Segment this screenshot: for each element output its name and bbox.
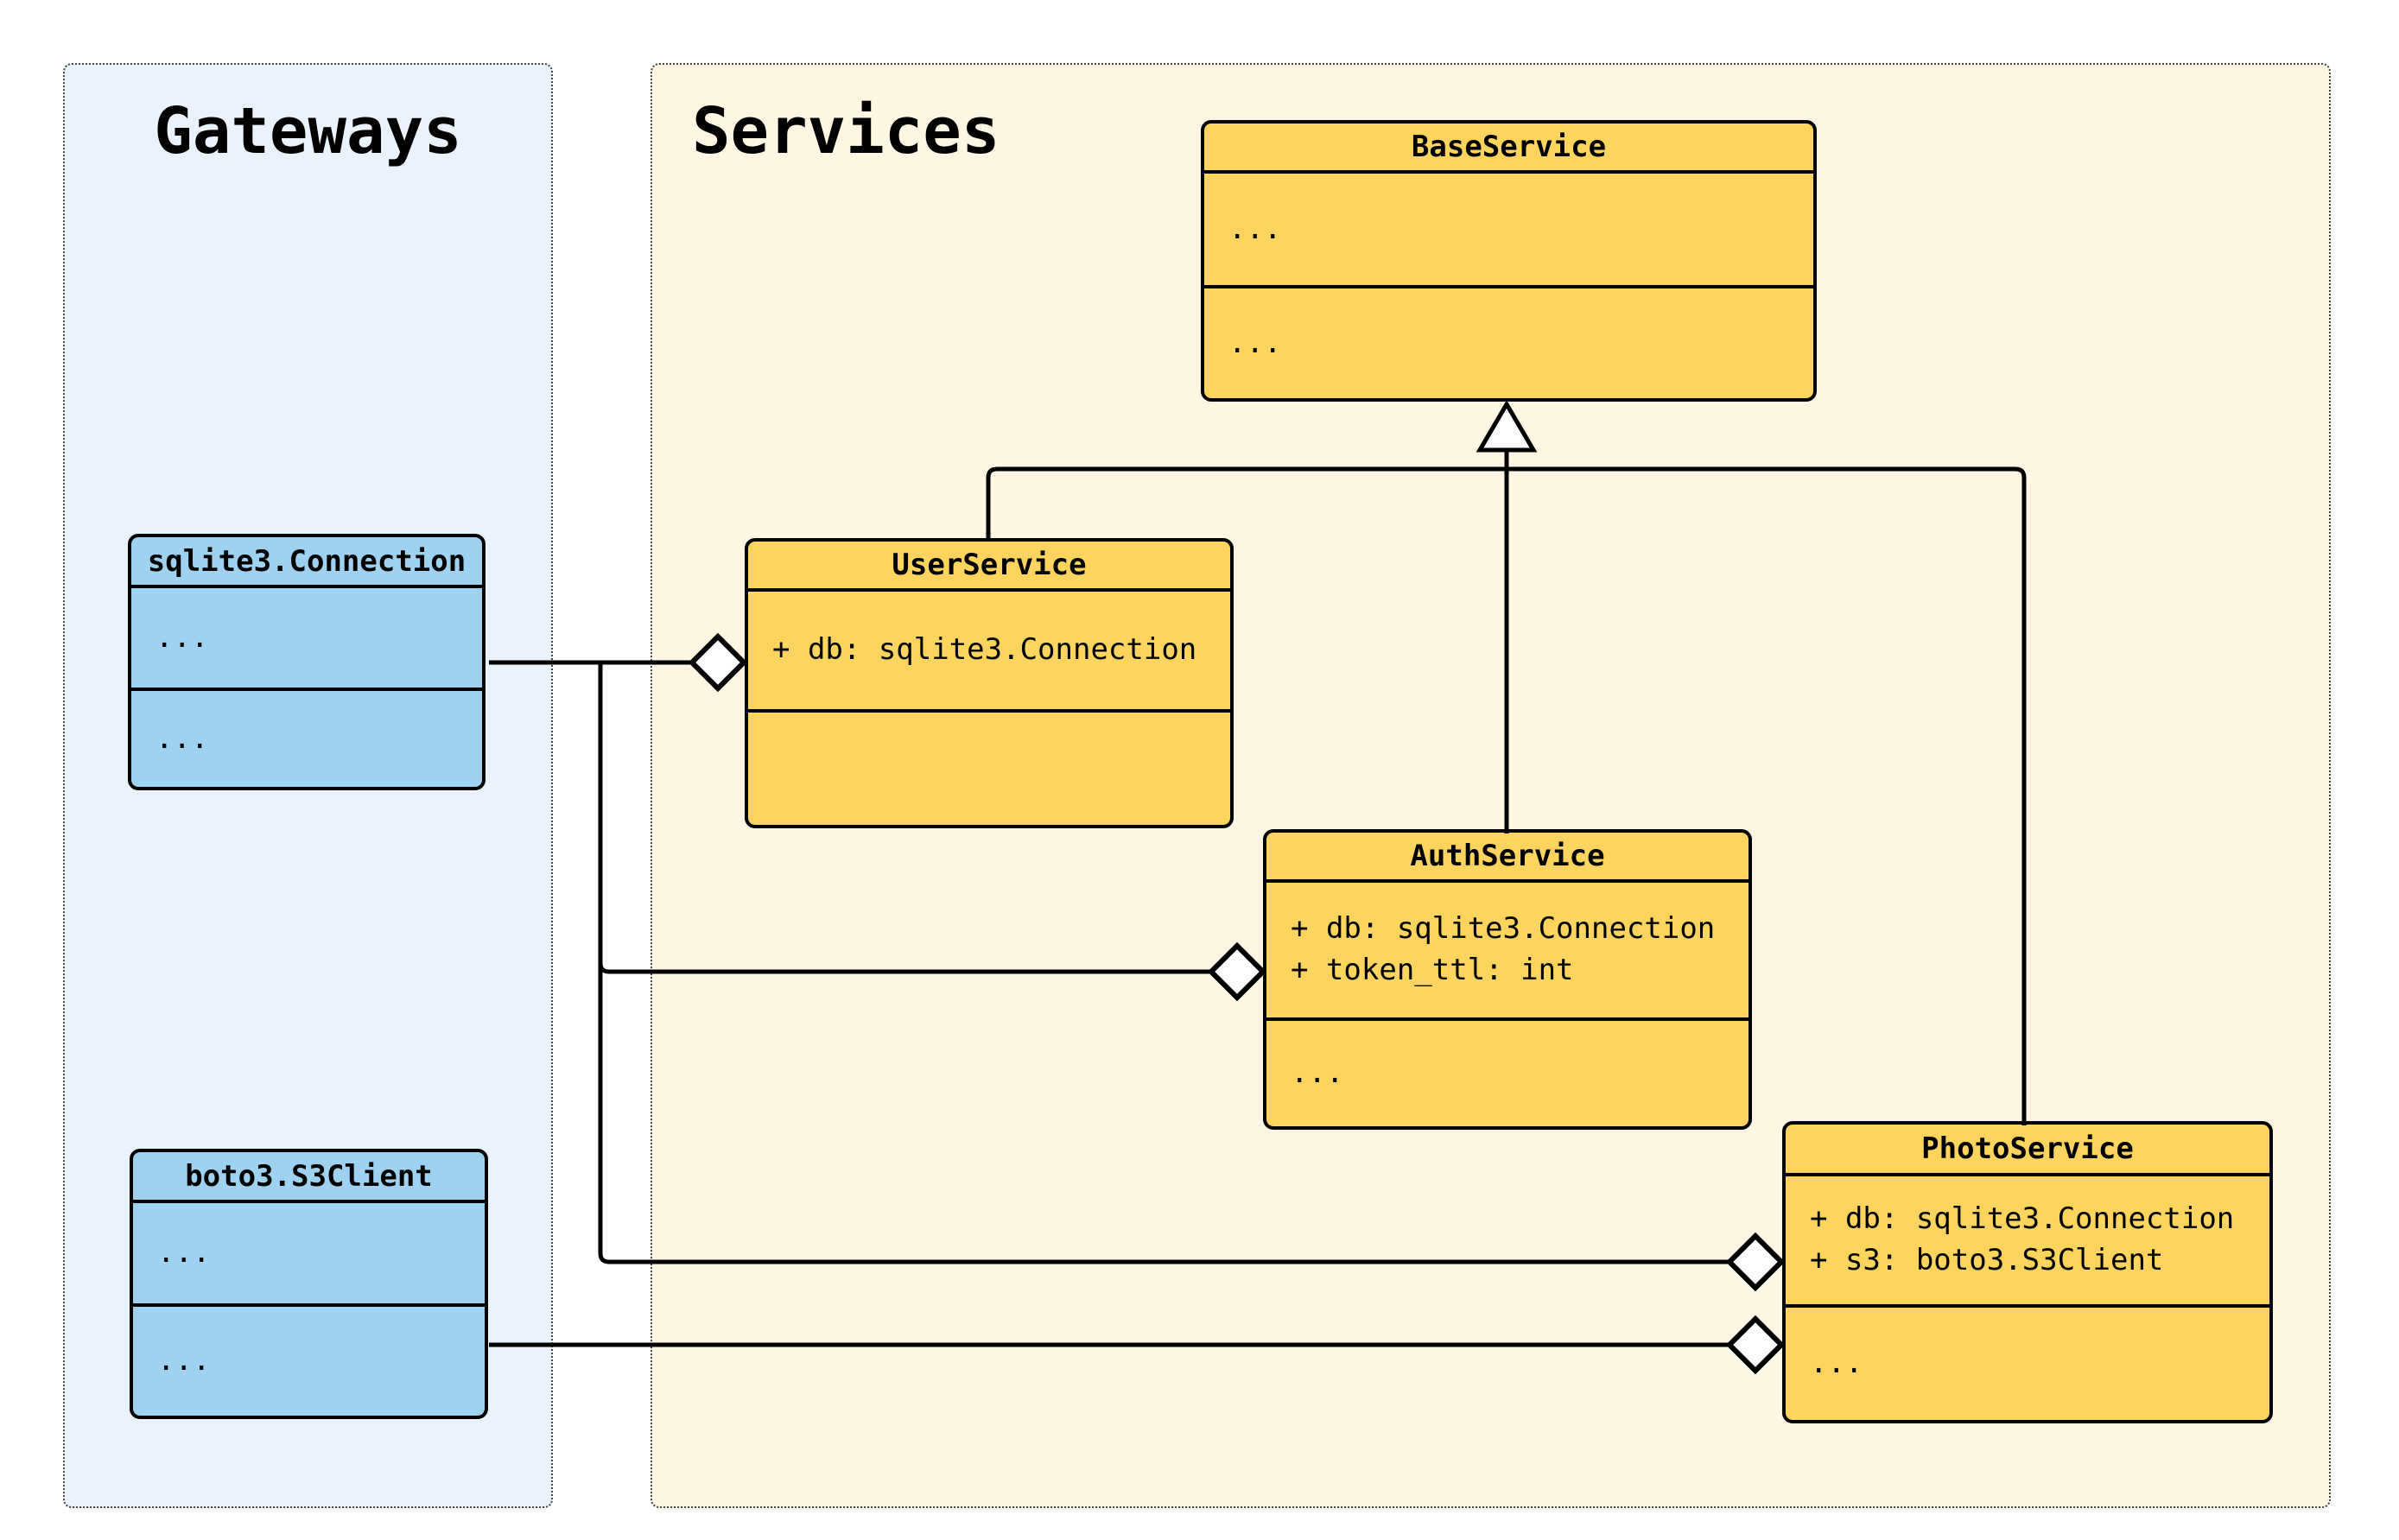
method-line: ...: [1291, 1055, 1344, 1091]
method-line: ...: [157, 1343, 211, 1378]
attribute-line: + db: sqlite3.Connection: [772, 632, 1197, 668]
method-line: ...: [155, 720, 209, 756]
class-title: sqlite3.Connection: [131, 537, 482, 588]
gateways-panel-title: Gateways: [154, 94, 462, 168]
class-title: boto3.S3Client: [133, 1152, 485, 1203]
class-box-photoservice: PhotoService + db: sqlite3.Connection + …: [1782, 1121, 2273, 1423]
attribute-line: + db: sqlite3.Connection: [1810, 1201, 2235, 1237]
attribute-line: ...: [1228, 211, 1282, 246]
methods-section: [748, 713, 1230, 825]
class-box-baseservice: BaseService ... ...: [1201, 120, 1817, 402]
class-title: BaseService: [1204, 124, 1813, 174]
methods-section: ...: [133, 1307, 485, 1416]
class-title: AuthService: [1266, 833, 1748, 883]
attribute-line: + token_ttl: int: [1291, 953, 1574, 987]
attributes-section: ...: [1204, 174, 1813, 288]
attributes-section: ...: [131, 588, 482, 691]
attributes-section: ...: [133, 1203, 485, 1307]
attribute-line: ...: [155, 619, 209, 655]
attribute-line: + db: sqlite3.Connection: [1291, 911, 1716, 947]
methods-section: ...: [1266, 1021, 1748, 1126]
class-title: PhotoService: [1786, 1125, 2269, 1176]
methods-section: ...: [1786, 1308, 2269, 1420]
methods-section: ...: [131, 691, 482, 787]
services-panel-title: Services: [692, 94, 1000, 168]
attributes-section: + db: sqlite3.Connection + token_ttl: in…: [1266, 883, 1748, 1021]
attributes-section: + db: sqlite3.Connection: [748, 592, 1230, 713]
attribute-line: ...: [157, 1235, 211, 1271]
class-title: UserService: [748, 542, 1230, 592]
class-box-authservice: AuthService + db: sqlite3.Connection + t…: [1263, 829, 1752, 1130]
attributes-section: + db: sqlite3.Connection + s3: boto3.S3C…: [1786, 1176, 2269, 1308]
class-box-userservice: UserService + db: sqlite3.Connection: [745, 538, 1234, 828]
method-line: ...: [1810, 1346, 1863, 1381]
method-line: ...: [1228, 325, 1282, 360]
methods-section: ...: [1204, 288, 1813, 398]
class-box-boto3-s3client: boto3.S3Client ... ...: [130, 1149, 488, 1419]
class-box-sqlite3-connection: sqlite3.Connection ... ...: [128, 534, 486, 790]
attribute-line: + s3: boto3.S3Client: [1810, 1243, 2164, 1277]
